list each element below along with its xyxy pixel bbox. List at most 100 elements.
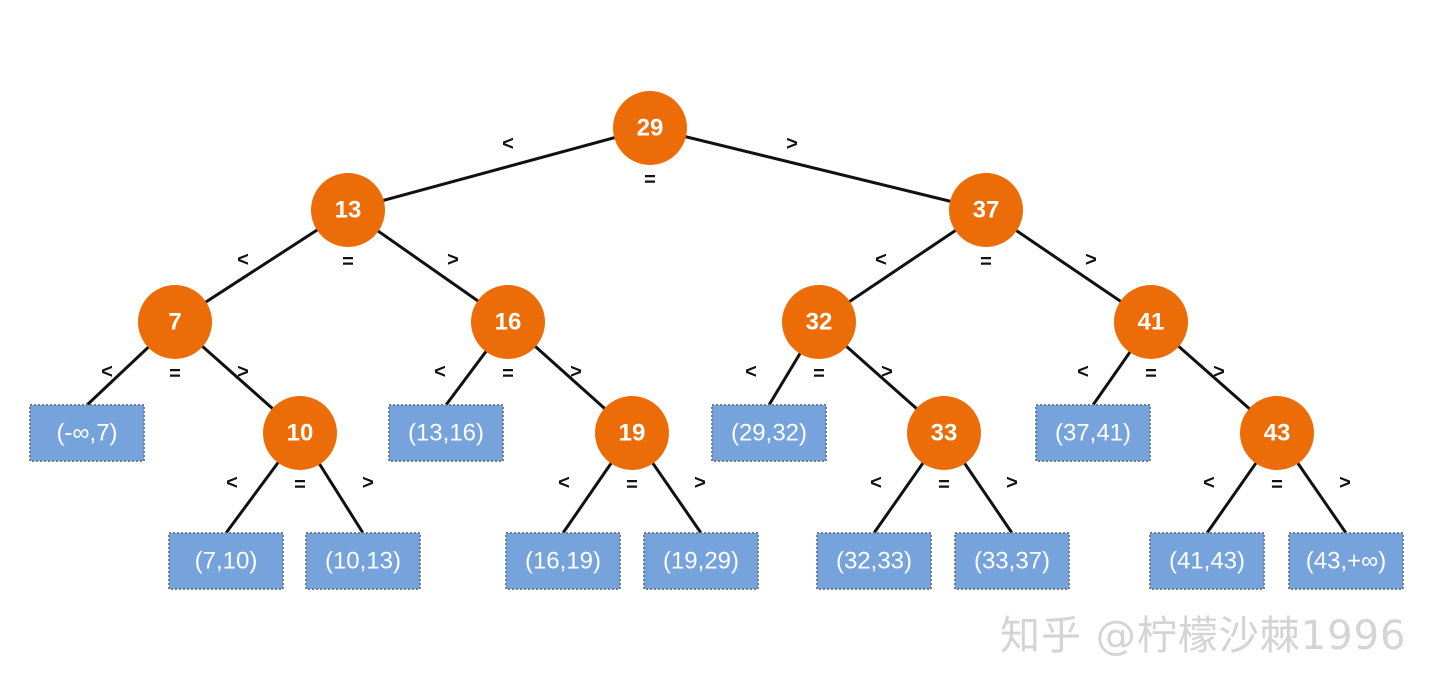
- tree-node-label: 19: [619, 420, 646, 447]
- interval-leaf-label: (32,33): [836, 548, 912, 575]
- operator-eq-n41: =: [1145, 363, 1157, 385]
- interval-leaf-box: [305, 532, 421, 590]
- operator-gt-n13: >: [447, 249, 459, 271]
- edge-n29-n37: [649, 126, 987, 212]
- tree-node-label: 41: [1138, 309, 1165, 336]
- operator-eq-n13: =: [342, 251, 354, 273]
- tree-node-circle: [907, 396, 981, 470]
- tree-node-circle: [1114, 285, 1188, 359]
- interval-leaf-label: (13,16): [408, 420, 484, 447]
- interval-leaf-box: [711, 404, 827, 462]
- interval-leaf-l11: (41,43): [1149, 532, 1265, 590]
- interval-leaf-box: [643, 532, 759, 590]
- interval-leaf-l4: (37,41): [1035, 404, 1151, 462]
- tree-node-label: 16: [495, 309, 522, 336]
- operator-lt-n16: <: [434, 361, 446, 383]
- interval-leaf-box: [29, 404, 145, 462]
- operator-lt-n10: <: [226, 472, 238, 494]
- operator-gt-n19: >: [694, 472, 706, 494]
- interval-leaf-l9: (32,33): [816, 532, 932, 590]
- tree-node-7: 7: [138, 285, 212, 359]
- operator-gt-n7: >: [237, 361, 249, 383]
- tree-node-13: 13: [311, 173, 385, 247]
- operator-gt-n33: >: [1006, 472, 1018, 494]
- interval-leaf-l5: (7,10): [168, 532, 284, 590]
- operator-gt-n41: >: [1213, 361, 1225, 383]
- tree-node-10: 10: [263, 396, 337, 470]
- interval-leaf-label: (29,32): [731, 420, 807, 447]
- tree-node-circle: [595, 396, 669, 470]
- tree-node-33: 33: [907, 396, 981, 470]
- interval-leaf-box: [1149, 532, 1265, 590]
- tree-node-label: 33: [931, 420, 958, 447]
- operator-gt-n16: >: [570, 361, 582, 383]
- operator-lt-n41: <: [1077, 361, 1089, 383]
- interval-leaf-l10: (33,37): [954, 532, 1070, 590]
- interval-leaf-box: [1288, 532, 1404, 590]
- tree-node-circle: [782, 285, 856, 359]
- operator-lt-n29: <: [502, 133, 514, 155]
- tree-node-circle: [1240, 396, 1314, 470]
- tree-node-circle: [471, 285, 545, 359]
- tree-node-circle: [311, 173, 385, 247]
- operator-eq-n16: =: [502, 363, 514, 385]
- operator-eq-n29: =: [644, 169, 656, 191]
- interval-leaf-label: (41,43): [1169, 548, 1245, 575]
- tree-node-circle: [138, 285, 212, 359]
- tree-node-label: 13: [335, 197, 362, 224]
- interval-leaf-box: [388, 404, 504, 462]
- tree-node-label: 7: [168, 309, 181, 336]
- operator-gt-n43: >: [1339, 472, 1351, 494]
- operator-gt-n32: >: [881, 361, 893, 383]
- operator-eq-n7: =: [169, 363, 181, 385]
- interval-leaf-label: (33,37): [974, 548, 1050, 575]
- interval-leaf-label: (19,29): [663, 548, 739, 575]
- interval-leaf-l7: (16,19): [505, 532, 621, 590]
- operator-lt-n7: <: [101, 361, 113, 383]
- tree-node-29: 29: [613, 91, 687, 165]
- operator-eq-n33: =: [938, 474, 950, 496]
- operator-eq-n10: =: [294, 474, 306, 496]
- interval-leaf-label: (10,13): [325, 548, 401, 575]
- operator-labels-layer: <=><=><=><=><=><=><=><=><=><=><=>: [101, 133, 1351, 496]
- tree-node-circle: [949, 173, 1023, 247]
- operator-lt-n43: <: [1203, 472, 1215, 494]
- tree-node-label: 43: [1264, 420, 1291, 447]
- edge-n29-n13: [347, 126, 651, 212]
- interval-leaf-l8: (19,29): [643, 532, 759, 590]
- interval-leaf-l6: (10,13): [305, 532, 421, 590]
- tree-node-circle: [263, 396, 337, 470]
- interval-leaf-l12: (43,+∞): [1288, 532, 1404, 590]
- operator-lt-n37: <: [875, 249, 887, 271]
- interval-leaf-label: (43,+∞): [1306, 548, 1386, 575]
- tree-node-32: 32: [782, 285, 856, 359]
- tree-node-label: 10: [287, 420, 314, 447]
- operator-eq-n43: =: [1271, 474, 1283, 496]
- operator-gt-n29: >: [786, 133, 798, 155]
- interval-leaf-box: [816, 532, 932, 590]
- interval-leaf-label: (16,19): [525, 548, 601, 575]
- interval-leaf-label: (7,10): [195, 548, 258, 575]
- tree-node-41: 41: [1114, 285, 1188, 359]
- leaves-layer: (-∞,7) (13,16) (29,32) (37,41) (7,10) (10,13)…: [29, 404, 1404, 590]
- tree-node-16: 16: [471, 285, 545, 359]
- tree-node-label: 37: [973, 197, 1000, 224]
- watermark: 知乎 @柠檬沙棘1996: [1000, 613, 1407, 659]
- interval-leaf-box: [168, 532, 284, 590]
- operator-eq-n37: =: [980, 251, 992, 273]
- interval-leaf-box: [505, 532, 621, 590]
- tree-node-circle: [613, 91, 687, 165]
- interval-leaf-l3: (29,32): [711, 404, 827, 462]
- interval-leaf-label: (37,41): [1055, 420, 1131, 447]
- nodes-layer: 29 13 37 7 16 32 41 10 19 33 43: [138, 91, 1314, 470]
- interval-leaf-l1: (-∞,7): [29, 404, 145, 462]
- tree-node-label: 29: [637, 115, 664, 142]
- operator-gt-n37: >: [1085, 249, 1097, 271]
- operator-gt-n10: >: [362, 472, 374, 494]
- operator-lt-n19: <: [558, 472, 570, 494]
- interval-leaf-box: [954, 532, 1070, 590]
- interval-leaf-l2: (13,16): [388, 404, 504, 462]
- operator-lt-n13: <: [237, 249, 249, 271]
- tree-node-43: 43: [1240, 396, 1314, 470]
